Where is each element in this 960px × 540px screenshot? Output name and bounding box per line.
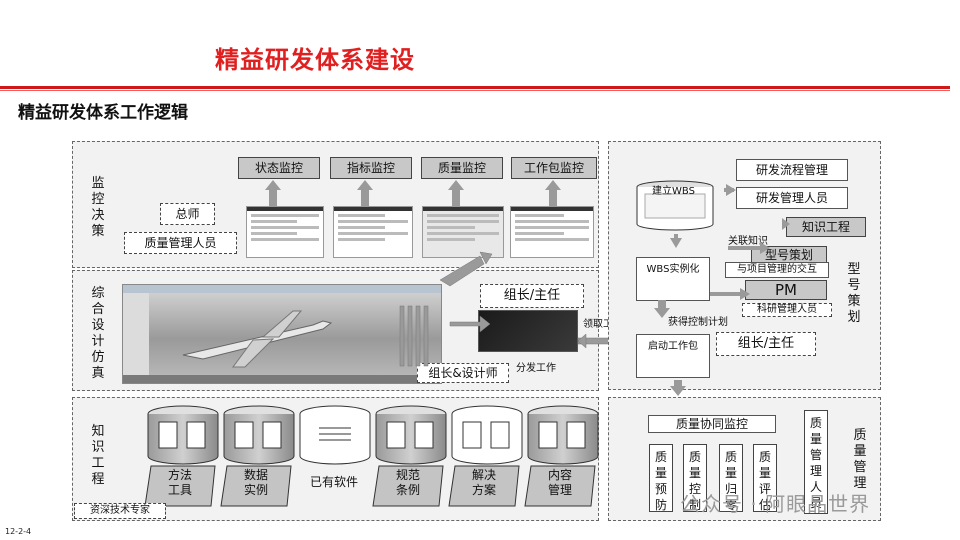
status-monitor-button[interactable]: 状态监控 <box>238 157 320 179</box>
library-data-instances: 数据实例 <box>243 468 268 497</box>
start-package-box: 启动工作包 <box>636 334 710 378</box>
watermark-text: 公众号 · 阿眼品世界 <box>680 492 871 516</box>
get-plan-label: 获得控制计划 <box>668 317 728 328</box>
build-wbs-database <box>636 180 714 231</box>
indicator-monitor-button[interactable]: 指标监控 <box>330 157 412 179</box>
cad-simulation-screenshot <box>122 284 442 384</box>
planning-flow-arrows <box>654 184 790 396</box>
start-package-label: 启动工作包 <box>648 341 698 352</box>
knowledge-engineering-button[interactable]: 知识工程 <box>786 217 866 237</box>
quality-dashboard-thumbnail <box>422 206 504 258</box>
quality-monitor-button[interactable]: 质量监控 <box>421 157 503 179</box>
research-manager-role: 科研管理人员 <box>742 303 832 317</box>
wbs-instance-box: WBS实例化 <box>636 257 710 301</box>
library-method-tools: 方法工具 <box>167 468 192 497</box>
library-existing-software: 已有软件 <box>309 475 358 489</box>
chief-engineer-role: 总师 <box>160 203 215 225</box>
lead-designer-role: 组长&设计师 <box>417 363 509 383</box>
indicator-dashboard-thumbnail <box>333 206 413 258</box>
quality-cooperative-monitor: 质量协同监控 <box>648 415 776 433</box>
page-code: 12-2-4 <box>5 527 32 536</box>
quality-assessment: 质量评估 <box>753 444 777 512</box>
quality-management-side-label: 质量管理 <box>853 428 867 491</box>
rd-staff-box: 研发管理人员 <box>736 187 848 209</box>
quality-staff-role: 质量管理人员 <box>124 232 237 254</box>
design-flow-arrows <box>399 251 610 367</box>
wbs-instance-label: WBS实例化 <box>646 264 700 275</box>
monitor-arrows <box>265 180 561 206</box>
workpackage-monitor-button[interactable]: 工作包监控 <box>511 157 597 179</box>
build-wbs-label: 建立WBS <box>652 186 695 197</box>
library-solutions: 解决方案 <box>471 468 496 497</box>
section-subtitle: 精益研发体系工作逻辑 <box>18 103 188 123</box>
dispatch-console-screenshot <box>478 310 578 352</box>
quality-control: 质量控制 <box>683 444 707 512</box>
senior-expert-role: 资深技术专家 <box>74 503 166 519</box>
aircraft-model-icon <box>123 285 441 383</box>
status-dashboard-thumbnail <box>246 206 324 258</box>
quality-prevention: 质量预防 <box>649 444 673 512</box>
knowledge-section-label: 知识工程 <box>91 424 105 487</box>
quality-staff-column: 质量管理人员 <box>804 410 828 514</box>
team-lead-role-left: 组长/主任 <box>480 284 584 308</box>
pm-button[interactable]: PM <box>745 280 827 300</box>
page-title: 精益研发体系建设 <box>215 46 415 74</box>
workpackage-dashboard-thumbnail <box>510 206 594 258</box>
project-interaction-box: 与项目管理的交互 <box>725 262 829 278</box>
dispatch-work-label: 分发工作 <box>516 363 556 374</box>
process-management-box: 研发流程管理 <box>736 159 848 181</box>
monitor-section-label: 监控决策 <box>91 176 105 239</box>
quality-zeroing: 质量归零 <box>719 444 743 512</box>
title-divider <box>0 86 950 89</box>
design-section-label: 综合设计仿真 <box>91 286 105 381</box>
library-specifications: 规范条例 <box>395 468 420 497</box>
knowledge-libraries <box>145 405 599 507</box>
related-knowledge-label: 关联知识 <box>728 236 768 247</box>
title-divider-thin <box>0 90 950 91</box>
library-content-mgmt: 内容管理 <box>547 468 572 497</box>
model-planning-button[interactable]: 型号策划 <box>751 246 827 264</box>
team-lead-role-right: 组长/主任 <box>716 332 816 356</box>
model-planning-side-label: 型号策划 <box>847 262 861 325</box>
